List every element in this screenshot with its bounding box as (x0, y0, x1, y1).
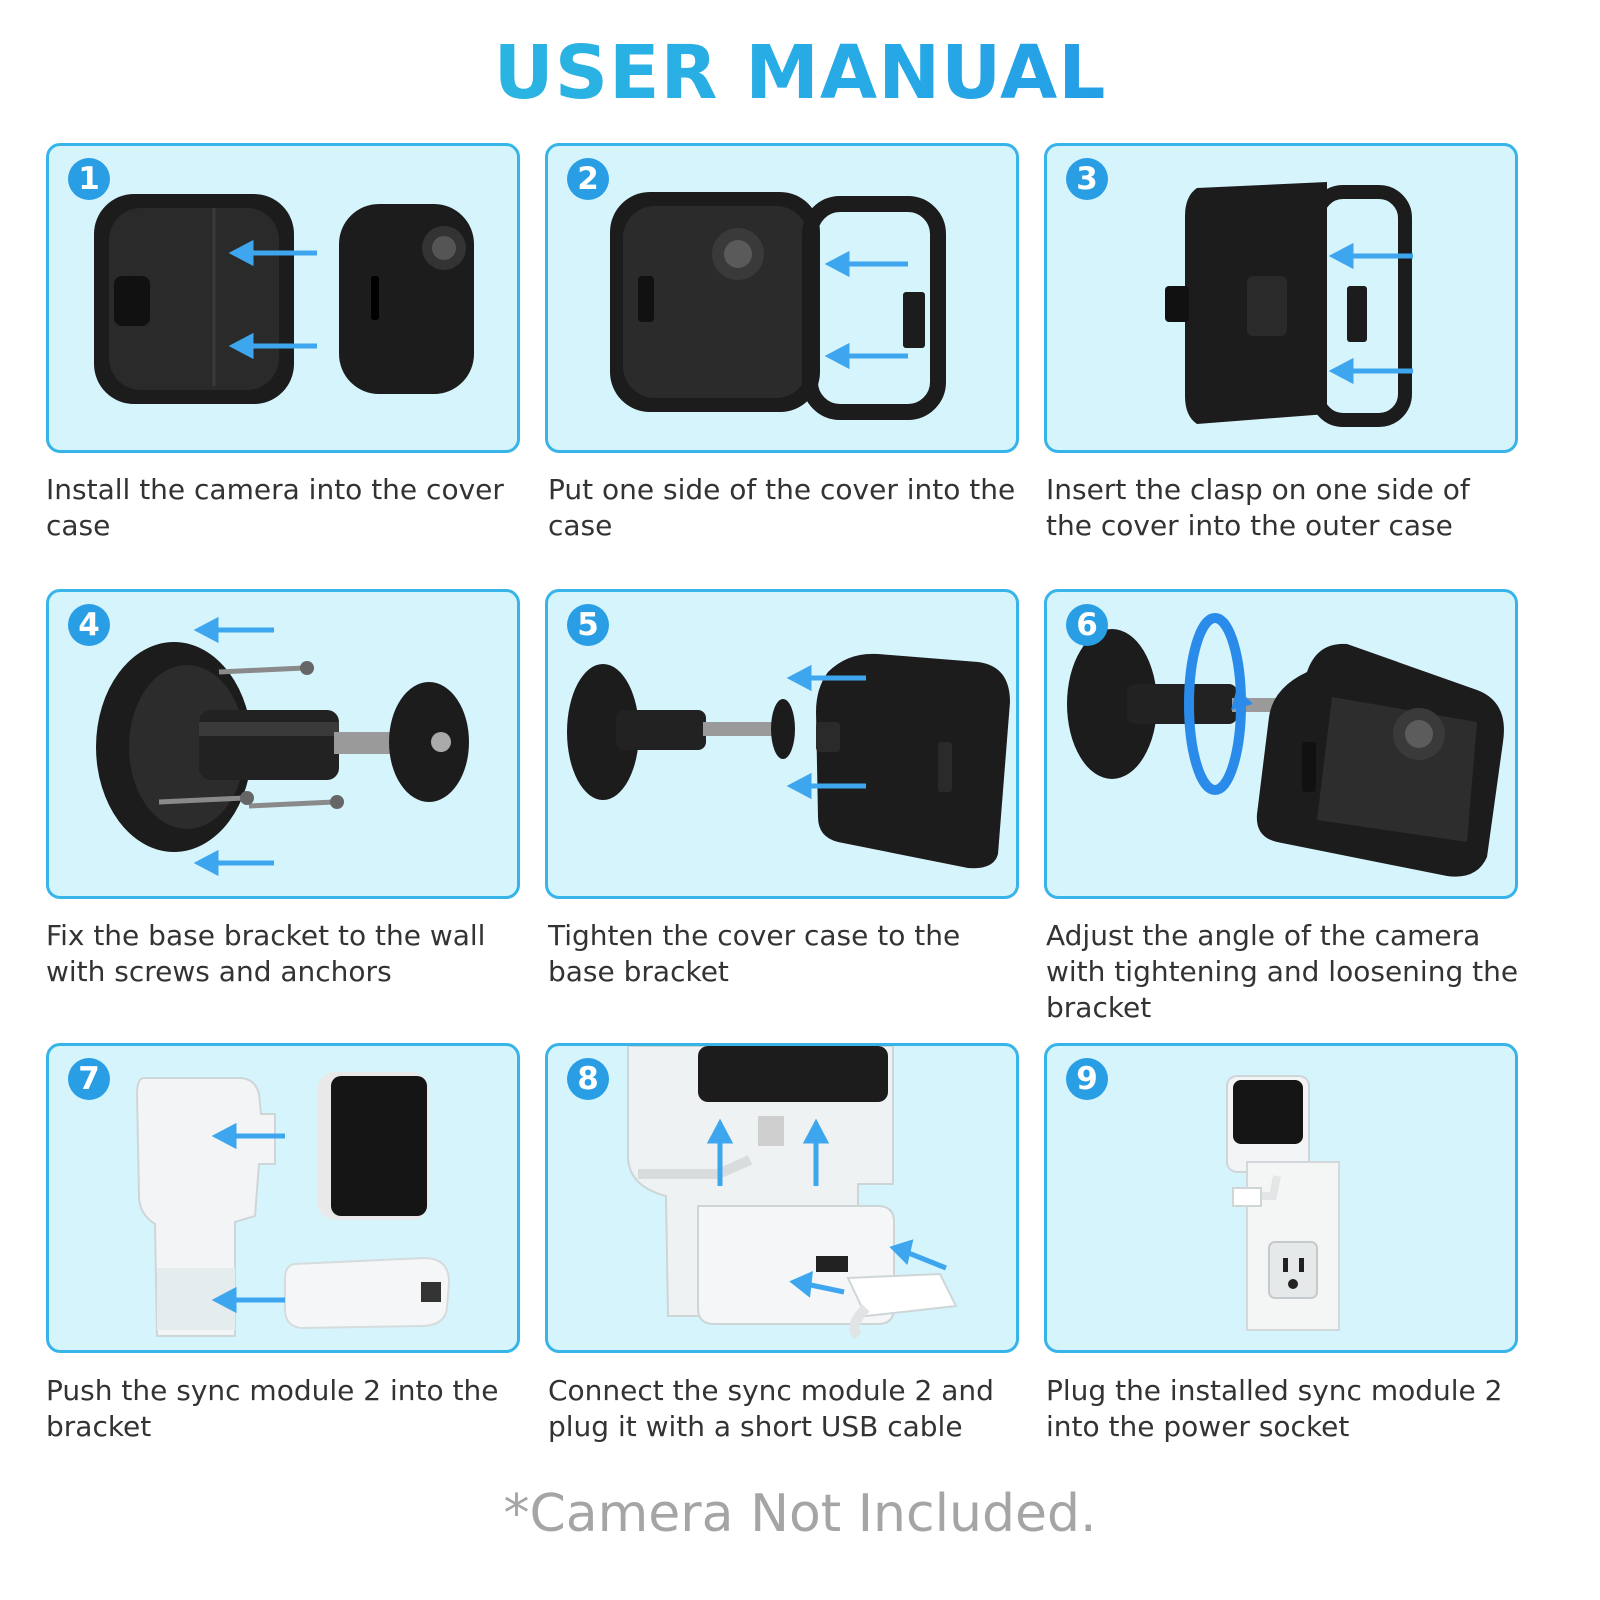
step-number-badge: 1 (68, 158, 110, 200)
step-9-illustration (1226, 1075, 1340, 1331)
step-3-illustration (1165, 182, 1413, 427)
step-4-caption: Fix the base bracket to the wall with sc… (46, 919, 486, 988)
step-number-badge: 4 (68, 604, 110, 646)
page-title: USER MANUAL (0, 30, 1600, 116)
step-7-caption: Push the sync module 2 into the bracket (46, 1374, 499, 1443)
step-number-badge: 3 (1066, 158, 1108, 200)
step-number-badge: 2 (567, 158, 609, 200)
step-6-panel: 6 (1044, 589, 1518, 899)
step-number-badge: 9 (1066, 1058, 1108, 1100)
step-8-panel: 8 (545, 1043, 1019, 1353)
step-1-panel: 1 (46, 143, 520, 453)
step-2-panel: 2 (545, 143, 1019, 453)
step-3-caption: Insert the clasp on one side of the cove… (1046, 473, 1470, 542)
step-5-illustration (567, 653, 1010, 869)
step-8-illustration (627, 1046, 958, 1340)
step-4-illustration (96, 616, 469, 877)
step-6-caption: Adjust the angle of the camera with tigh… (1046, 919, 1519, 1024)
step-7-illustration (135, 1072, 451, 1337)
step-4-panel: 4 (46, 589, 520, 899)
camera-not-included-note: *Camera Not Included. (503, 1484, 1097, 1544)
step-6-illustration (1067, 613, 1504, 877)
step-9-caption: Plug the installed sync module 2 into th… (1046, 1374, 1503, 1443)
step-1-illustration (94, 194, 474, 404)
step-7-panel: 7 (46, 1043, 520, 1353)
step-8-caption: Connect the sync module 2 and plug it wi… (548, 1374, 994, 1443)
step-5-panel: 5 (545, 589, 1019, 899)
step-number-badge: 6 (1066, 604, 1108, 646)
step-number-badge: 8 (567, 1058, 609, 1100)
step-5-caption: Tighten the cover case to the base brack… (548, 919, 961, 988)
step-9-panel: 9 (1044, 1043, 1518, 1353)
step-number-badge: 5 (567, 604, 609, 646)
step-number-badge: 7 (68, 1058, 110, 1100)
step-1-caption: Install the camera into the cover case (46, 473, 504, 542)
step-2-illustration (610, 192, 946, 420)
step-3-panel: 3 (1044, 143, 1518, 453)
step-2-caption: Put one side of the cover into the case (548, 473, 1016, 542)
